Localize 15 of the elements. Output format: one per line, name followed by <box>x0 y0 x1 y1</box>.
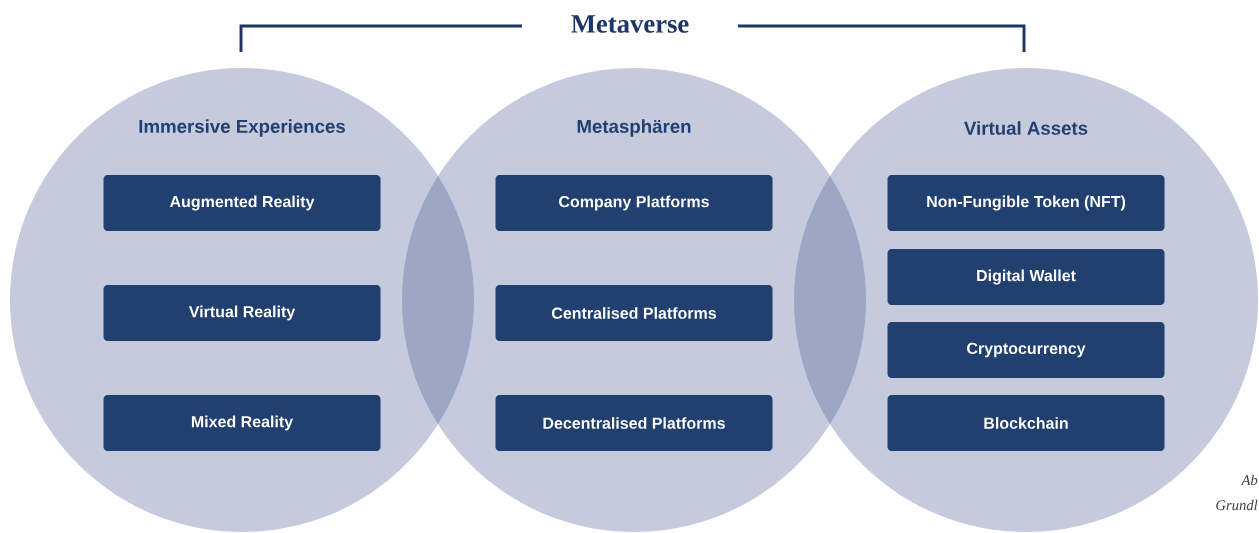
item-box: Blockchain <box>887 395 1165 451</box>
item-box: Digital Wallet <box>887 249 1165 305</box>
item-box: Company Platforms <box>495 175 773 231</box>
caption-text: Ab <box>1240 474 1258 486</box>
item-box: Virtual Reality <box>103 285 381 341</box>
node-label: Metasphären <box>577 119 691 137</box>
item-box: Non-Fungible Token (NFT) <box>887 175 1165 231</box>
item-box: Cryptocurrency <box>887 322 1165 378</box>
caption-text: Grundl <box>1216 499 1258 511</box>
item-box: Augmented Reality <box>103 175 381 231</box>
item-box: Decentralised Platforms <box>495 395 773 451</box>
item-box: Centralised Platforms <box>495 285 773 341</box>
node-label: Virtual Assets <box>964 121 1088 135</box>
title: Metaverse <box>571 15 689 33</box>
item-box: Mixed Reality <box>103 395 381 451</box>
